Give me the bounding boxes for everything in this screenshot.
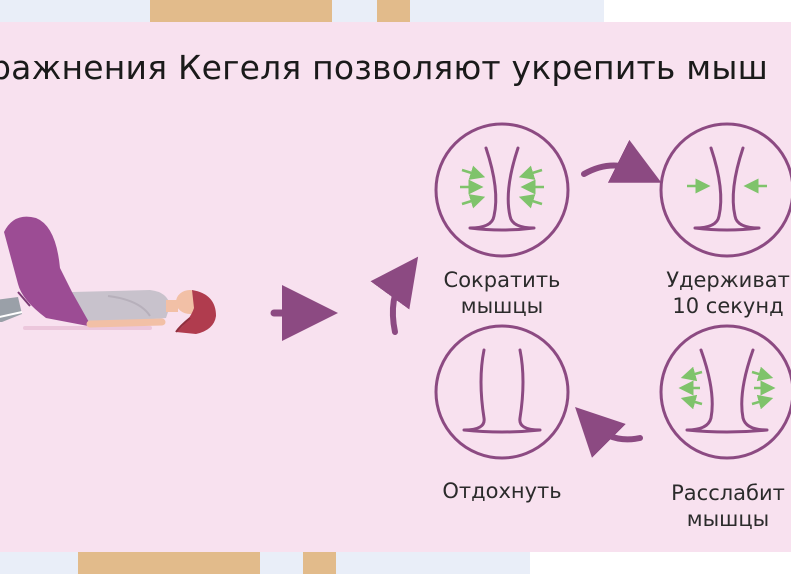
- step-hold-label: Удерживат 10 секунд: [648, 267, 791, 319]
- step-hold-line1: Удерживат: [666, 268, 790, 292]
- step-contract-label: Сократить мышцы: [432, 267, 572, 319]
- rest-icon: [434, 324, 570, 460]
- step-contract-line2: мышцы: [460, 294, 544, 318]
- cycle-arrow-icon: [575, 407, 643, 458]
- page-title: ражнения Кегеля позволяют укрепить мыш: [0, 48, 768, 87]
- cycle-arrow-icon: [581, 139, 662, 183]
- background-wood-bottom-left: [78, 552, 260, 574]
- step-contract-line1: Сократить: [443, 268, 561, 292]
- hold-icon: [659, 122, 791, 258]
- step-relax-line2: мышцы: [686, 507, 770, 531]
- shoe-icon: [0, 297, 22, 322]
- contract-icon: [434, 122, 570, 258]
- hair: [176, 290, 216, 334]
- leggings: [4, 216, 92, 326]
- woman-lying-illustration: [0, 216, 216, 334]
- shirt: [72, 290, 170, 324]
- step-relax-label: Расслабит мышцы: [648, 480, 791, 532]
- background-wood-bottom-right: [303, 552, 336, 574]
- relax-icon: [659, 324, 791, 460]
- step-rest-label: Отдохнуть: [432, 478, 572, 504]
- step-hold-line2: 10 секунд: [672, 294, 784, 318]
- background-wood-top-right: [377, 0, 410, 22]
- background-wall-bottom-right: [530, 552, 791, 574]
- step-rest-line1: Отдохнуть: [442, 479, 562, 503]
- background-wood-top-left: [150, 0, 332, 22]
- step-relax-line1: Расслабит: [671, 481, 785, 505]
- cycle-arrow-icon: [370, 256, 419, 335]
- background-wall-top-right: [604, 0, 791, 22]
